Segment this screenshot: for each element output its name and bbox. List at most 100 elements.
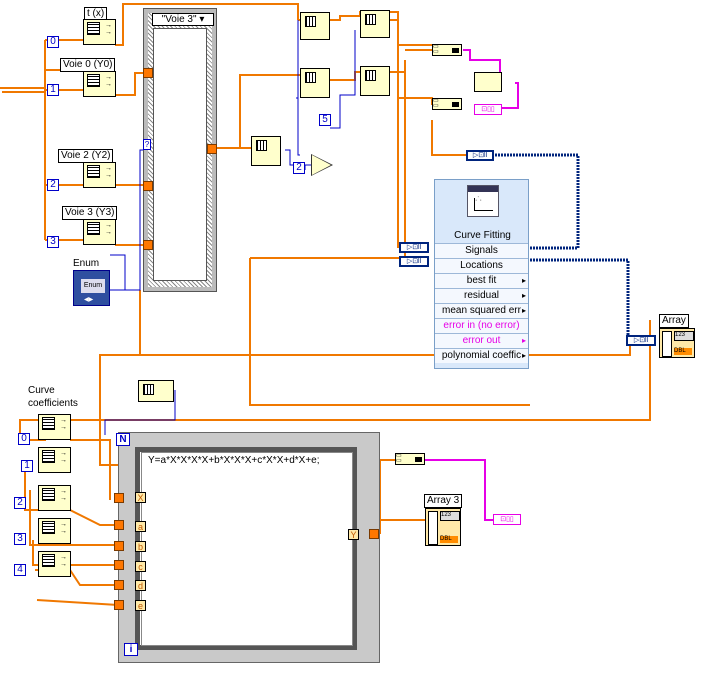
index-array-voie0[interactable]: →→	[83, 71, 116, 97]
index-array-coeff-4[interactable]: →→	[38, 551, 71, 577]
signals-input-terminal[interactable]: ▷⊡ll	[399, 242, 429, 253]
index-array-cluster-node[interactable]	[138, 380, 174, 402]
index-array-voie2[interactable]: →→	[83, 162, 116, 188]
case-tunnel	[143, 240, 153, 250]
cf-row-label: residual	[463, 290, 500, 301]
formula-output-y[interactable]: Y	[348, 529, 359, 540]
enum-arrows-icon: ◀▶	[84, 297, 94, 303]
loop-tunnel	[114, 580, 124, 590]
cf-row-label: Locations	[460, 260, 503, 271]
arrow-right-icon: ▸	[521, 351, 526, 360]
bundle-node-mid[interactable]: ▭▭	[432, 98, 462, 110]
build-waveform-node[interactable]	[474, 72, 502, 92]
curve-fitting-title: Curve Fitting	[454, 230, 511, 241]
loop-tunnel	[114, 560, 124, 570]
cf-row-poly-coeff[interactable]: polynomial coeffic▸	[435, 348, 528, 363]
cf-row-best-fit[interactable]: best fit ▸	[435, 273, 528, 288]
cf-row-error-in[interactable]: error in (no error)	[435, 318, 528, 333]
index-array-voie3[interactable]: →→	[83, 219, 116, 245]
loop-output-tunnel	[369, 529, 379, 539]
formula-input-x[interactable]: X	[135, 492, 146, 503]
loop-tunnel	[114, 493, 124, 503]
array-label: Array	[659, 314, 689, 328]
case-selector[interactable]: "Voie 3" ▾	[152, 13, 214, 26]
signals-wire-terminal[interactable]: ▷⊡ll	[466, 150, 494, 161]
constant-3[interactable]: 3	[47, 236, 59, 248]
cf-row-mse[interactable]: mean squared err▸	[435, 303, 528, 318]
cf-row-signals[interactable]: Signals	[435, 243, 528, 258]
arrow-right-icon: ▸	[521, 336, 526, 345]
loop-tunnel	[114, 541, 124, 551]
coeff-index-4[interactable]: 4	[14, 564, 26, 576]
index-node-top[interactable]	[300, 12, 330, 40]
case-structure[interactable]: "Voie 3" ▾	[143, 8, 217, 292]
case-tunnel	[143, 68, 153, 78]
cf-row-residual[interactable]: residual ▸	[435, 288, 528, 303]
curve-fitting-express-vi[interactable]: ·˙· Curve Fitting Signals Locations best…	[434, 179, 529, 369]
formula-node[interactable]	[141, 452, 353, 646]
array3-label: Array 3	[424, 494, 463, 508]
index-array-coeff-1[interactable]: →→	[38, 447, 71, 473]
loop-tunnel	[114, 520, 124, 530]
case-selector-terminal: ?	[143, 139, 151, 150]
waveform-graph-terminal[interactable]: ⊡▯▯	[474, 104, 502, 115]
cf-row-locations[interactable]: Locations	[435, 258, 528, 273]
constant-2b[interactable]: 2	[293, 162, 305, 174]
constant-0[interactable]: 0	[47, 36, 59, 48]
formula-input-b[interactable]: b	[135, 541, 146, 552]
index-node-top2[interactable]	[360, 10, 390, 38]
bundle-node-bottom[interactable]: ▭▭	[395, 453, 425, 465]
formula-input-d[interactable]: d	[135, 580, 146, 591]
array3-dtype: DBL	[440, 536, 458, 543]
enum-control[interactable]: Enum◀▶	[73, 270, 110, 306]
arrow-right-icon: ▸	[521, 306, 526, 315]
constant-5[interactable]: 5	[319, 114, 331, 126]
coeff-index-3[interactable]: 3	[14, 533, 26, 545]
array3-value: 123	[440, 511, 460, 521]
waveform-graph-terminal-bottom[interactable]: ⊡▯▯	[493, 514, 521, 525]
enum-label: Enum	[73, 258, 100, 269]
curve-fit-icon: ·˙·	[467, 185, 499, 217]
cf-row-label: best fit	[466, 275, 497, 286]
cf-row-label: mean squared err	[442, 305, 521, 316]
coeff-index-0[interactable]: 0	[18, 433, 30, 445]
constant-1[interactable]: 1	[47, 84, 59, 96]
index-node-mid2[interactable]	[360, 66, 390, 96]
formula-text[interactable]: Y=a*X*X*X*X+b*X*X*X+c*X*X+d*X+e;	[148, 455, 320, 466]
index-node-mid[interactable]	[300, 68, 330, 98]
locations-input-terminal[interactable]: ▷⊡ll	[399, 256, 429, 267]
coeff-index-1[interactable]: 1	[21, 460, 33, 472]
case-tunnel	[207, 144, 217, 154]
cf-row-label: polynomial coeffic	[441, 350, 522, 361]
voie0-label: Voie 0 (Y0)	[60, 58, 116, 72]
voie3-label: Voie 3 (Y3)	[62, 206, 118, 220]
formula-input-c[interactable]: c	[135, 561, 146, 572]
arrow-right-icon: ▸	[521, 276, 526, 285]
cf-row-error-out[interactable]: error out ▸	[435, 333, 528, 348]
index-array-coeff-2[interactable]: →→	[38, 485, 71, 511]
cf-row-label: error out	[462, 335, 501, 346]
array-dtype: DBL	[674, 348, 692, 355]
bundle-node-top[interactable]: ▭▭	[432, 44, 462, 56]
loop-count-terminal[interactable]: N	[116, 433, 130, 446]
formula-input-e[interactable]: e	[135, 600, 146, 611]
index-array-coeff-0[interactable]: →→	[38, 414, 71, 440]
array-subset-node[interactable]	[251, 136, 281, 166]
arrow-right-icon: ▸	[521, 291, 526, 300]
curve-coefficients-label-1: Curve	[28, 385, 55, 396]
cf-row-label: error in (no error)	[443, 320, 520, 331]
case-inner-frame	[153, 28, 207, 281]
formula-input-a[interactable]: a	[135, 521, 146, 532]
index-array-coeff-3[interactable]: →→	[38, 518, 71, 544]
array-input-terminal[interactable]: ▷⊡ll	[626, 335, 656, 346]
coeff-index-2[interactable]: 2	[14, 497, 26, 509]
array-value: 123	[674, 331, 694, 341]
subtract-node[interactable]	[311, 154, 333, 176]
loop-tunnel	[114, 600, 124, 610]
curve-coefficients-label-2: coefficients	[28, 398, 78, 409]
index-array-tx[interactable]: →→	[83, 19, 116, 45]
constant-2[interactable]: 2	[47, 179, 59, 191]
